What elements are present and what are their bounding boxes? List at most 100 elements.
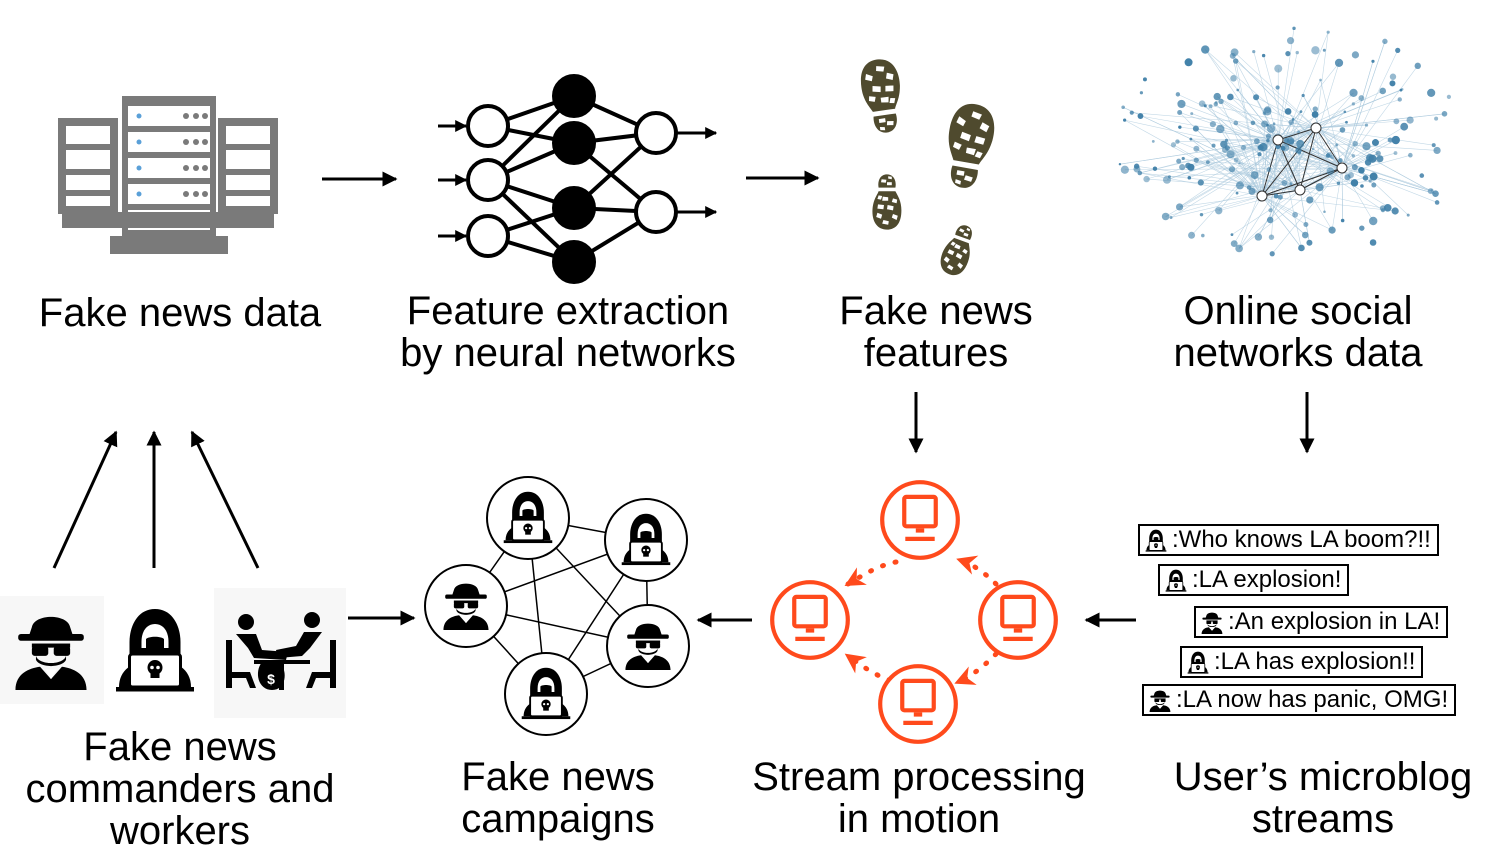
network-edge	[1277, 139, 1302, 249]
deal-icon: $	[226, 612, 336, 690]
network-edge	[1227, 139, 1279, 149]
network-edge	[1299, 127, 1317, 191]
label-line: streams	[1251, 797, 1395, 841]
network-node	[1315, 183, 1324, 192]
network-edge	[1261, 114, 1316, 197]
network-edge	[1202, 103, 1317, 129]
network-node	[1301, 231, 1309, 239]
network-node	[1184, 58, 1193, 67]
hacker-icon	[1186, 649, 1210, 675]
network-node	[1326, 30, 1330, 34]
network-edge	[1248, 139, 1279, 188]
network-node	[1311, 147, 1315, 151]
network-edge	[1261, 140, 1269, 197]
network-node	[1326, 167, 1335, 176]
network-edge	[1315, 127, 1354, 157]
network-node	[1379, 205, 1387, 212]
campaign-network	[424, 476, 690, 736]
network-node	[1358, 166, 1365, 174]
network-node	[1289, 182, 1293, 186]
network-node	[1261, 53, 1266, 58]
network-edge	[1341, 61, 1374, 169]
network-node	[1230, 240, 1238, 248]
network-node	[1285, 51, 1291, 57]
network-node	[1434, 200, 1440, 205]
network-node	[1170, 142, 1177, 148]
network-node	[1433, 146, 1441, 155]
network-edge	[1315, 127, 1343, 169]
network-node	[1252, 49, 1256, 54]
network-node	[1296, 139, 1305, 148]
network-node	[1197, 179, 1204, 186]
microblog-message: :An explosion in LA!	[1194, 606, 1449, 638]
network-edge	[1299, 144, 1338, 191]
network-edge	[1320, 79, 1343, 169]
network-node	[1179, 164, 1186, 171]
network-node	[1335, 143, 1339, 147]
network-node	[1253, 94, 1260, 101]
network-edge	[1341, 65, 1418, 169]
network-edge	[1205, 49, 1343, 169]
network-node	[1371, 182, 1377, 188]
network-node	[1301, 93, 1305, 98]
network-node	[1266, 138, 1270, 143]
network-node	[1175, 92, 1181, 97]
network-edge	[1277, 127, 1317, 141]
network-node	[1322, 48, 1326, 52]
network-edge	[1299, 167, 1343, 191]
network-edge	[1341, 124, 1367, 169]
label-feature-extraction: Feature extraction by neural networks	[368, 290, 768, 374]
network-node	[1349, 88, 1358, 97]
label-line: User’s microblog	[1173, 755, 1473, 799]
network-node	[1303, 222, 1309, 228]
network-edge	[1264, 123, 1317, 129]
network-node	[1298, 244, 1305, 252]
network-node	[1446, 94, 1452, 99]
network-node	[1229, 52, 1236, 59]
network-edge	[1207, 161, 1343, 169]
network-node	[1397, 97, 1402, 102]
network-edge	[1195, 128, 1279, 141]
network-node	[1283, 137, 1290, 144]
network-node	[1273, 193, 1279, 199]
network-edge	[1292, 119, 1301, 191]
label-line: Fake news	[839, 289, 1033, 333]
network-node	[1441, 111, 1448, 117]
network-node	[1266, 167, 1272, 172]
network-node	[1414, 62, 1421, 70]
network-edge	[1261, 111, 1346, 197]
network-node	[1123, 118, 1127, 122]
network-node	[1190, 112, 1194, 116]
network-edge	[1277, 90, 1383, 141]
network-node	[1286, 37, 1295, 45]
network-node	[1192, 125, 1199, 132]
network-node	[1177, 99, 1186, 109]
network-node	[1269, 251, 1275, 257]
network-node	[1350, 179, 1359, 187]
network-node	[1387, 137, 1393, 143]
network-node	[1198, 100, 1206, 108]
spy-icon	[1200, 609, 1224, 635]
network-edge	[1139, 139, 1279, 174]
label-line: networks data	[1173, 331, 1423, 375]
network-hub	[1272, 134, 1284, 146]
network-node	[1311, 111, 1319, 118]
hacker-icon	[114, 607, 196, 694]
footprints-icon	[857, 56, 999, 279]
network-edge	[1235, 60, 1317, 129]
network-node	[1236, 88, 1240, 92]
microblog-message: :LA has explosion!!	[1180, 646, 1424, 678]
network-node	[1280, 146, 1286, 151]
network-edge	[1315, 32, 1329, 129]
label-line: features	[863, 331, 1009, 375]
network-edge	[1299, 189, 1396, 212]
network-node	[1295, 50, 1299, 55]
message-text: :An explosion in LA!	[1228, 608, 1441, 635]
network-node	[1406, 116, 1414, 124]
network-node	[1268, 234, 1275, 240]
network-node	[1328, 226, 1336, 234]
network-edge	[1191, 139, 1279, 236]
network-edge	[1315, 127, 1325, 212]
network-node	[1235, 191, 1239, 195]
